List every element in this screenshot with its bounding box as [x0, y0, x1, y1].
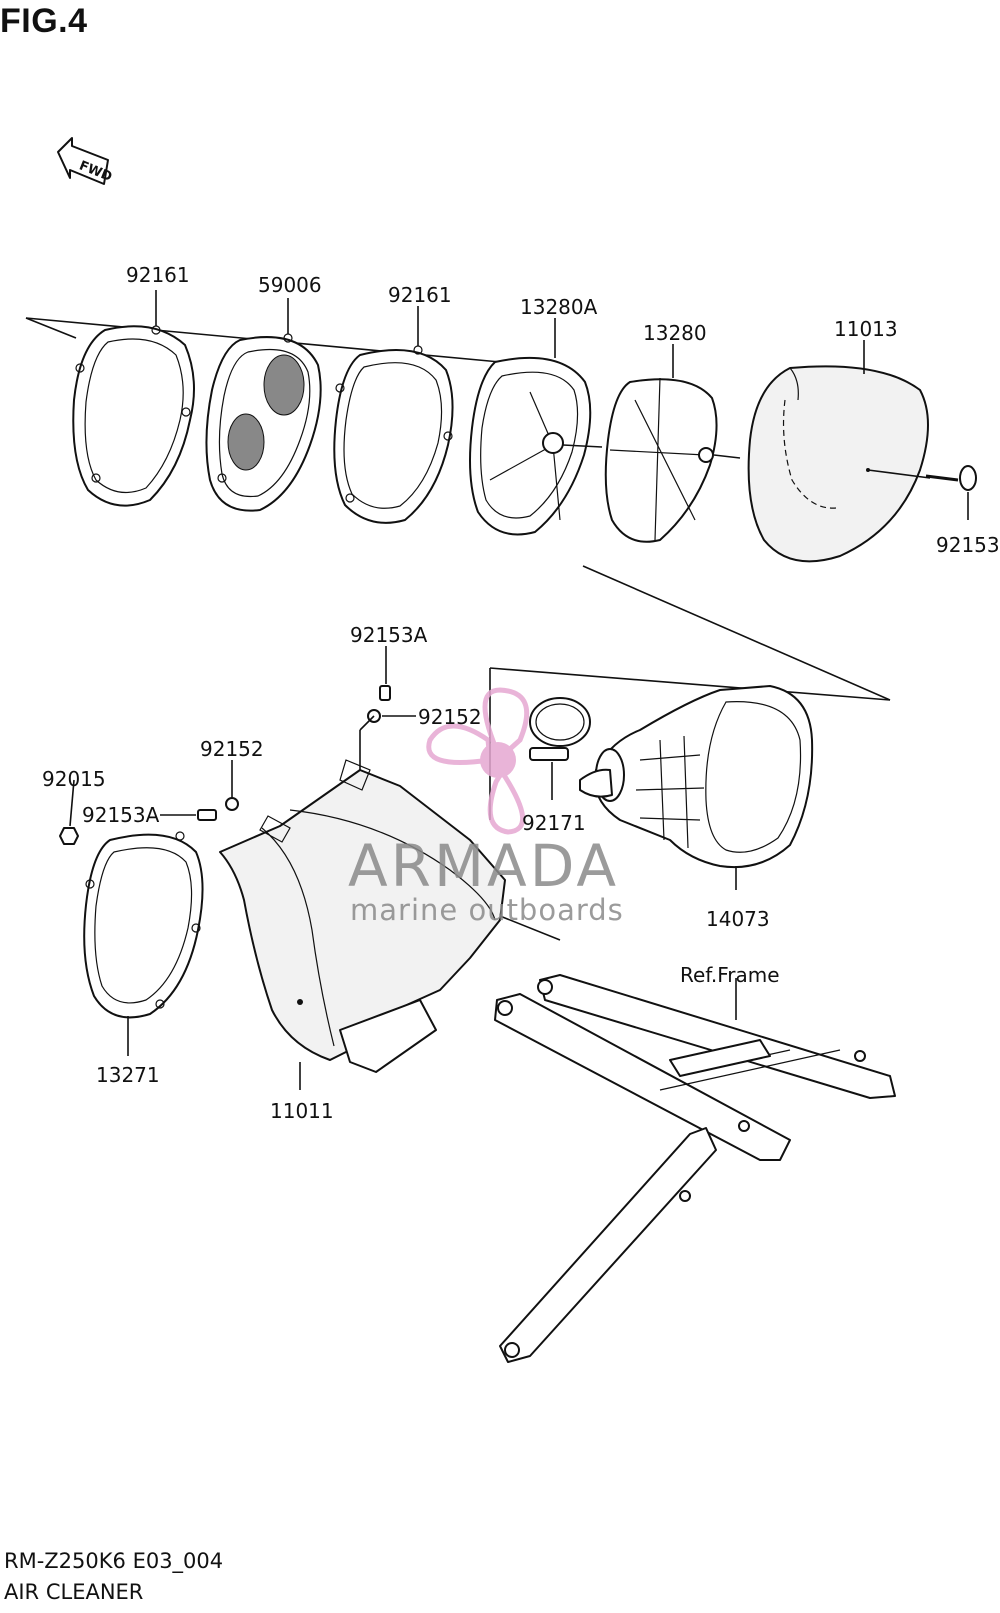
fwd-direction-arrow-icon: FWD	[57, 137, 114, 185]
gasket-13271	[83, 831, 204, 1019]
hose-clamp-92171	[529, 697, 591, 761]
part-label: 92152	[418, 705, 482, 729]
part-label: 11013	[834, 317, 898, 341]
part-label: 11011	[270, 1099, 334, 1123]
part-label: 92015	[42, 767, 106, 791]
part-label: 14073	[706, 907, 770, 931]
watermark-brand: ARMADA	[348, 832, 619, 900]
leader-lines	[69, 290, 969, 1090]
armada-watermark: ARMADA marine outboards	[348, 687, 624, 927]
gasket-92161-left	[72, 325, 195, 507]
watermark-tagline: marine outboards	[350, 893, 624, 927]
part-label: 59006	[258, 273, 322, 297]
intake-duct-14073	[579, 685, 814, 869]
air-cleaner-case-11011	[219, 759, 506, 1073]
gasket-92161-middle	[333, 345, 454, 524]
part-label: Ref.Frame	[680, 963, 780, 987]
reference-frame	[494, 974, 896, 1363]
part-label: 13271	[96, 1063, 160, 1087]
filter-cage-13280	[604, 377, 741, 543]
filter-cage-13280A	[469, 356, 603, 536]
part-label: 92153	[936, 533, 1000, 557]
propeller-logo-icon	[426, 687, 530, 835]
air-filter-element-11013	[747, 365, 977, 563]
section-name: AIR CLEANER	[4, 1580, 144, 1604]
part-label: 92153A	[82, 803, 160, 827]
part-label: 92161	[388, 283, 452, 307]
part-labels: 92161 59006 92161 13280A 13280 11013 921…	[42, 263, 1000, 1123]
part-label: 92152	[200, 737, 264, 761]
part-label: 13280A	[520, 295, 598, 319]
screen-59006	[205, 333, 322, 512]
figure-title: FIG.4	[0, 2, 88, 40]
part-label: 92161	[126, 263, 190, 287]
fasteners	[59, 685, 391, 845]
model-code: RM-Z250K6 E03_004	[4, 1549, 224, 1573]
part-label: 92153A	[350, 623, 428, 647]
part-label: 13280	[643, 321, 707, 345]
part-label: 92171	[522, 811, 586, 835]
